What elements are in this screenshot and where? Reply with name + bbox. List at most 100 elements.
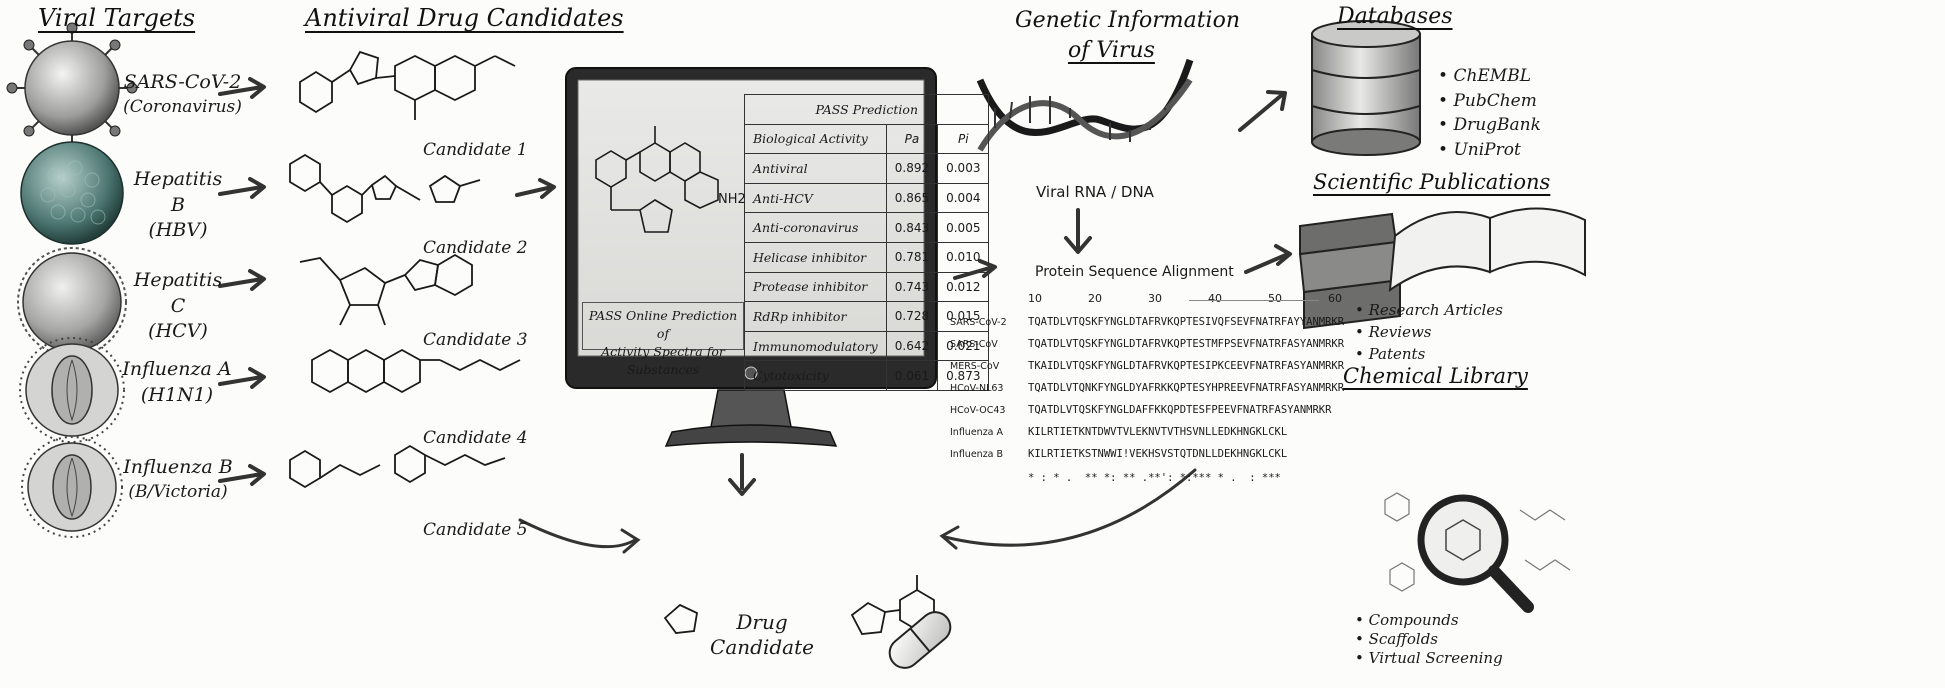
sars-cov-2-virus-icon [6, 22, 138, 154]
list-item: Research Articles [1355, 300, 1503, 322]
arrow-icon [218, 177, 266, 199]
sequence-row: TQATDLVTQSKFYNGLDTAFRVKQPTESIVQFSEVFNATR… [1028, 316, 1345, 328]
library-list: Compounds Scaffolds Virtual Screening [1355, 611, 1503, 667]
list-item: PubChem [1438, 89, 1541, 114]
list-item: UniProt [1438, 138, 1541, 163]
arrow-icon [218, 269, 266, 291]
virus-subname: (HBV) [148, 219, 208, 242]
pi-cell: 0.012 [937, 271, 990, 303]
candidate-label: Candidate 5 [423, 520, 528, 540]
virus-label: Hepatitis B (HBV) [128, 167, 228, 244]
virus-label: Influenza A (H1N1) [122, 357, 232, 408]
publications-header: Scientific Publications [1313, 170, 1551, 194]
pill-icon [888, 611, 952, 669]
tick-label: 50 [1268, 292, 1282, 305]
tick-label: 30 [1148, 292, 1162, 305]
virus-name: Influenza A [122, 358, 232, 380]
sequence-row: TKAIDLVTQSKFYNGLDTAFRVKQPTESIPKCEEVFNATR… [1028, 360, 1345, 372]
drug-candidate-line: Candidate [710, 635, 814, 659]
alignment-title: Protein Sequence Alignment [1035, 264, 1234, 280]
list-item: Scaffolds [1355, 630, 1503, 649]
influenza-a-virus-icon [19, 337, 125, 443]
pi-cell: 0.873 [937, 360, 990, 391]
activity-cell: Cytotoxicity [744, 360, 887, 391]
list-item: ChEMBL [1438, 64, 1541, 89]
virus-name: SARS-CoV-2 [123, 71, 242, 93]
virus-subname: (Coronavirus) [123, 96, 242, 117]
viral-targets-header: Viral Targets [38, 4, 196, 32]
pass-prediction-panel: PASS Prediction Biological Activity Pa P… [743, 94, 990, 391]
arrow-icon [1238, 90, 1287, 132]
sequence-name: HCoV-OC43 [950, 405, 1006, 416]
candidate-label: Candidate 2 [423, 238, 528, 258]
virus-subname: (B/Victoria) [128, 481, 228, 502]
pa-cell: 0.061 [885, 360, 939, 391]
publications-list: Research Articles Reviews Patents [1355, 300, 1503, 365]
virus-name: Influenza B [123, 456, 233, 478]
dna-helix-icon [976, 58, 1194, 152]
column-header: Biological Activity [744, 123, 887, 155]
curved-arrow-icon [518, 518, 637, 549]
curved-arrow-icon [943, 468, 1197, 547]
sequence-name: Influenza A [950, 427, 1004, 438]
chemical-structures-icon [1384, 492, 1571, 592]
chemical-library-header: Chemical Library [1343, 364, 1528, 388]
virus-name: Hepatitis C [133, 269, 223, 317]
list-item: Patents [1355, 344, 1503, 366]
arrow-icon [728, 453, 756, 496]
pass-molecule-structure-icon [595, 126, 719, 233]
books-icon [1298, 207, 1586, 330]
databases-list: ChEMBL PubChem DrugBank UniProt [1438, 64, 1541, 163]
tick-label: 20 [1088, 292, 1102, 305]
list-item: Compounds [1355, 611, 1503, 630]
candidate-label: Candidate 4 [423, 428, 528, 448]
tick-label: 10 [1028, 292, 1042, 305]
activity-cell: Anti-coronavirus [744, 212, 887, 243]
sequence-name: HCoV-NL63 [950, 383, 1004, 394]
pass-caption-box: PASS Online Prediction of Activity Spect… [582, 302, 744, 377]
pass-prediction-table: PASS Prediction Biological Activity Pa P… [743, 94, 990, 391]
sequence-row: KILRTIETKSTNWWI!VEKHSVSTQTDNLLDEKHNGKLCK… [1028, 448, 1288, 460]
pa-cell: 0.743 [885, 271, 939, 303]
pa-cell: 0.843 [885, 212, 939, 243]
sequence-name: SARS-CoV-2 [950, 317, 1007, 328]
sequence-row: TQATDLVTQNKFYNGLDYAFRKKQPTESYHPREEVFNATR… [1028, 382, 1345, 394]
databases-header: Databases [1337, 4, 1453, 29]
candidate-2-structure-icon [289, 153, 481, 224]
column-header: Pa [885, 123, 939, 155]
arrow-icon [515, 178, 556, 199]
virus-subname: (HCV) [148, 320, 208, 343]
list-item: DrugBank [1438, 113, 1540, 138]
pass-caption-line: Activity Spectra for Substances [601, 344, 725, 378]
list-item: Virtual Screening [1355, 649, 1503, 668]
column-header: Pi [937, 123, 990, 155]
drug-candidate-line: Drug [736, 610, 788, 634]
pa-cell: 0.892 [885, 153, 939, 184]
hepatitis-c-virus-icon [17, 247, 127, 357]
genetic-info-header-line1: Genetic Information [1015, 8, 1241, 33]
virus-label: SARS-CoV-2 (Coronavirus) [120, 70, 245, 119]
arrow-icon [1244, 244, 1292, 274]
activity-cell: Antiviral [744, 153, 887, 184]
candidate-3-structure-icon [299, 253, 473, 326]
activity-cell: Immunomodulatory [744, 330, 887, 362]
activity-cell: Anti-HCV [744, 182, 887, 214]
pi-cell: 0.003 [937, 153, 990, 184]
sequence-name: Influenza B [950, 449, 1004, 460]
candidate-5-structure-icon [289, 444, 506, 489]
arrow-icon [218, 367, 266, 389]
hepatitis-b-virus-icon [20, 141, 124, 245]
candidate-label: Candidate 3 [423, 330, 528, 350]
pass-table-title: PASS Prediction [743, 94, 990, 125]
virus-name: Hepatitis B [133, 168, 223, 216]
magnifying-glass-icon [1417, 494, 1534, 613]
pa-cell: 0.865 [885, 182, 939, 214]
arrow-icon [1064, 208, 1092, 254]
drug-candidates-header: Antiviral Drug Candidates [305, 4, 624, 32]
drug-candidate-label: Drug Candidate [702, 610, 822, 660]
pi-cell: 0.021 [937, 330, 990, 362]
